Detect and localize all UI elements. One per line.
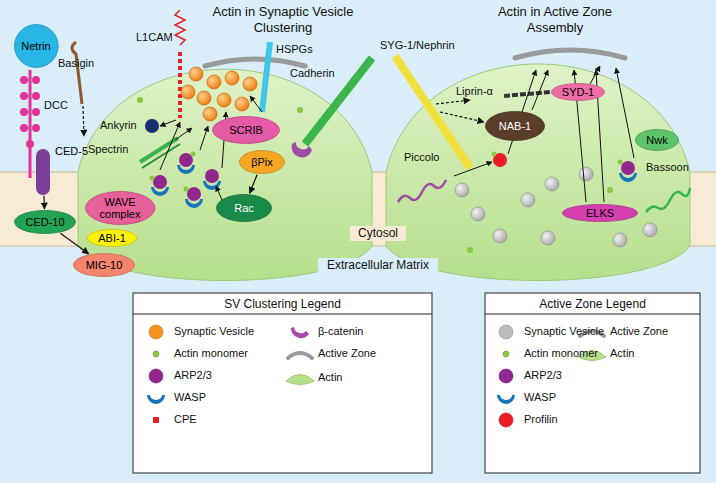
arrow-connector [60, 233, 88, 254]
legend-swatch [499, 369, 513, 383]
protein-label: Ankyrin [100, 118, 137, 132]
protein-label: L1CAM [136, 30, 173, 44]
synapse-bulge [78, 69, 372, 280]
protein-name: MIG-10 [86, 259, 123, 271]
panel-title: Actin in Active Zone Assembly [475, 4, 635, 36]
protein-name: Rac [234, 202, 254, 214]
protein-oval: CED-10 [14, 210, 76, 234]
protein-name: NAB-1 [499, 120, 531, 132]
active-zone [515, 50, 625, 58]
protein-name: Netrin [21, 40, 50, 52]
protein-oval: ELKS [562, 204, 638, 222]
legend-box [133, 293, 432, 473]
legend-swatch [149, 325, 163, 339]
basigin-receptor [72, 42, 82, 104]
legend-sample [291, 327, 309, 338]
beta-catenin [292, 142, 312, 157]
legend-text: CPE [174, 413, 197, 426]
protein-name: SYD-1 [562, 86, 594, 98]
protein-label: Piccolo [404, 150, 439, 164]
legend-title: Active Zone Legend [485, 297, 700, 312]
legend-text: Active Zone [318, 347, 376, 360]
liprin-chain [504, 92, 550, 96]
cpe-chain [178, 52, 182, 118]
protein-label: Liprin-α [456, 84, 493, 98]
bar-outline [36, 149, 50, 195]
legend-text: Actin [318, 371, 342, 384]
protein-label: SYG-1/Nephrin [380, 38, 455, 52]
legend-text: Synaptic Vesicle [174, 325, 254, 338]
legend-title: SV Clustering Legend [133, 297, 432, 312]
protein-label: Spectrin [88, 142, 128, 156]
legend-swatch [499, 325, 513, 339]
legend-sample [497, 395, 515, 404]
protein-oval: SYD-1 [551, 83, 605, 101]
arrow-connector [43, 196, 45, 209]
protein-name: SCRIB [229, 124, 263, 136]
hspg-bar [262, 42, 270, 112]
legend-text: Actin [610, 347, 634, 360]
legend-swatch [153, 417, 159, 423]
ligand-circle: Netrin [14, 24, 59, 68]
protein-oval: MIG-10 [73, 253, 135, 277]
legend-text: Profilin [524, 413, 558, 426]
protein-label: HSPGs [276, 42, 313, 56]
arp-wasp [618, 160, 638, 183]
protein-oval: βPix [239, 150, 285, 174]
protein-name: CED-10 [25, 216, 64, 228]
bassoon-squiggle [646, 188, 690, 212]
arp-wasp [150, 152, 222, 209]
legend-text: Actin monomer [174, 347, 248, 360]
protein-name: WAVE complex [95, 196, 145, 220]
legend-text: Active Zone [610, 325, 668, 338]
legend-text: WASP [174, 391, 206, 404]
panel-title: Actin in Synaptic Vesicle Clustering [203, 4, 363, 36]
synaptic-vesicles [455, 167, 657, 247]
legend-text: ARP2/3 [524, 369, 562, 382]
legend-sample [286, 375, 314, 385]
protein-oval: WAVE complex [85, 191, 156, 225]
protein-oval: Rac [216, 194, 272, 222]
protein-oval: NAB-1 [485, 111, 545, 141]
protein-name: βPix [251, 156, 273, 168]
protein-name: Nwk [646, 134, 667, 146]
l1cam-chain [175, 10, 185, 45]
legend-swatch [153, 351, 159, 357]
protein-bar: CED-5 [36, 149, 50, 195]
legend-swatch [499, 413, 513, 427]
region-label: Extracellular Matrix [318, 258, 438, 273]
protein-name: ELKS [586, 207, 614, 219]
active-zone [205, 59, 305, 66]
region-label: Cytosol [350, 226, 406, 241]
legend-text: Actin monomer [524, 347, 598, 360]
protein-oval: SCRIB [212, 116, 280, 144]
protein-label: Cadherin [290, 66, 335, 80]
synapse-bulge [386, 64, 690, 281]
ankyrin-symbol [145, 119, 159, 133]
legend-text: Synaptic Vesicle [524, 325, 604, 338]
synaptic-vesicles [181, 67, 257, 121]
legend-sample [147, 395, 165, 404]
protein-oval: Nwk [635, 129, 679, 151]
legend-swatch [149, 369, 163, 383]
protein-name: ABI-1 [98, 232, 126, 244]
protein-label: Bassoon [646, 160, 689, 174]
legend-swatch [503, 351, 509, 357]
legend-box [485, 293, 700, 473]
protein-label: DCC [44, 98, 68, 112]
legend-text: β-catenin [318, 325, 363, 338]
protein-label: Basigin [58, 56, 94, 70]
legend-sample [288, 353, 312, 358]
piccolo-squiggle [398, 180, 446, 202]
protein-oval: ABI-1 [87, 229, 137, 247]
legend-text: ARP2/3 [174, 369, 212, 382]
arrow-connector [250, 175, 257, 194]
syg1-bar [395, 56, 470, 168]
legend-text: WASP [524, 391, 556, 404]
protein-name: CED-5 [55, 145, 88, 157]
